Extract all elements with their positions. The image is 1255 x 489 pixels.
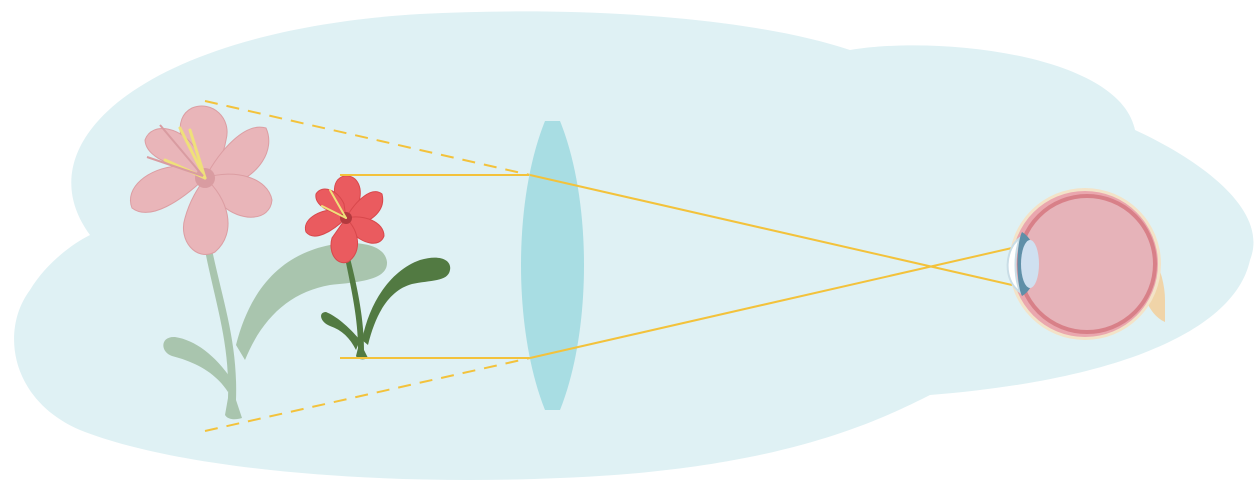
- eye-sclera: [1019, 196, 1155, 332]
- eye-lens: [1021, 240, 1039, 288]
